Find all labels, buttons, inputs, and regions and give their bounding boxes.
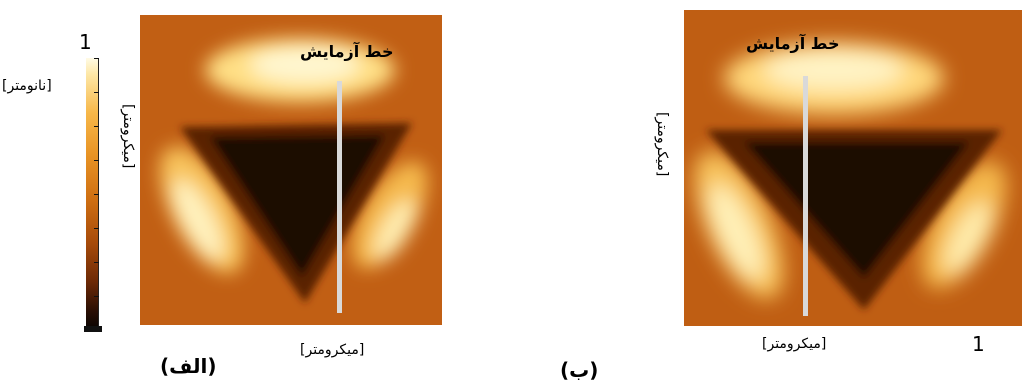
panel-b-title: خط آزمایش [746,34,840,53]
colorbar-tick [94,58,99,59]
scan-line-a [337,81,342,313]
colorbar-base [84,326,102,332]
panel-a-label: (الف) [160,354,217,378]
scan-line-b [803,76,808,316]
colorbar-max-label: 1 [79,30,92,54]
panel-a-x-label: [میکرومتر] [300,342,365,358]
colorbar-tick [94,262,99,263]
colorbar-tick [94,92,99,93]
panel-a-title: خط آزمایش [300,42,394,61]
colorbar-tick [94,160,99,161]
colorbar-tick [94,126,99,127]
colorbar [86,58,99,330]
panel-b-x-tick: 1 [972,332,985,356]
afm-image-a [140,15,442,325]
afm-image-b [684,10,1022,326]
panel-a-y-label: [میکرومتر] [120,104,136,169]
colorbar-tick [94,194,99,195]
colorbar-unit-label: [نانومتر] [2,78,52,94]
panel-b-y-label: [میکرومتر] [654,112,670,177]
colorbar-tick [94,296,99,297]
panel-b-x-label: [میکرومتر] [762,336,827,352]
colorbar-tick [94,228,99,229]
panel-b-label: (ب) [560,358,599,382]
